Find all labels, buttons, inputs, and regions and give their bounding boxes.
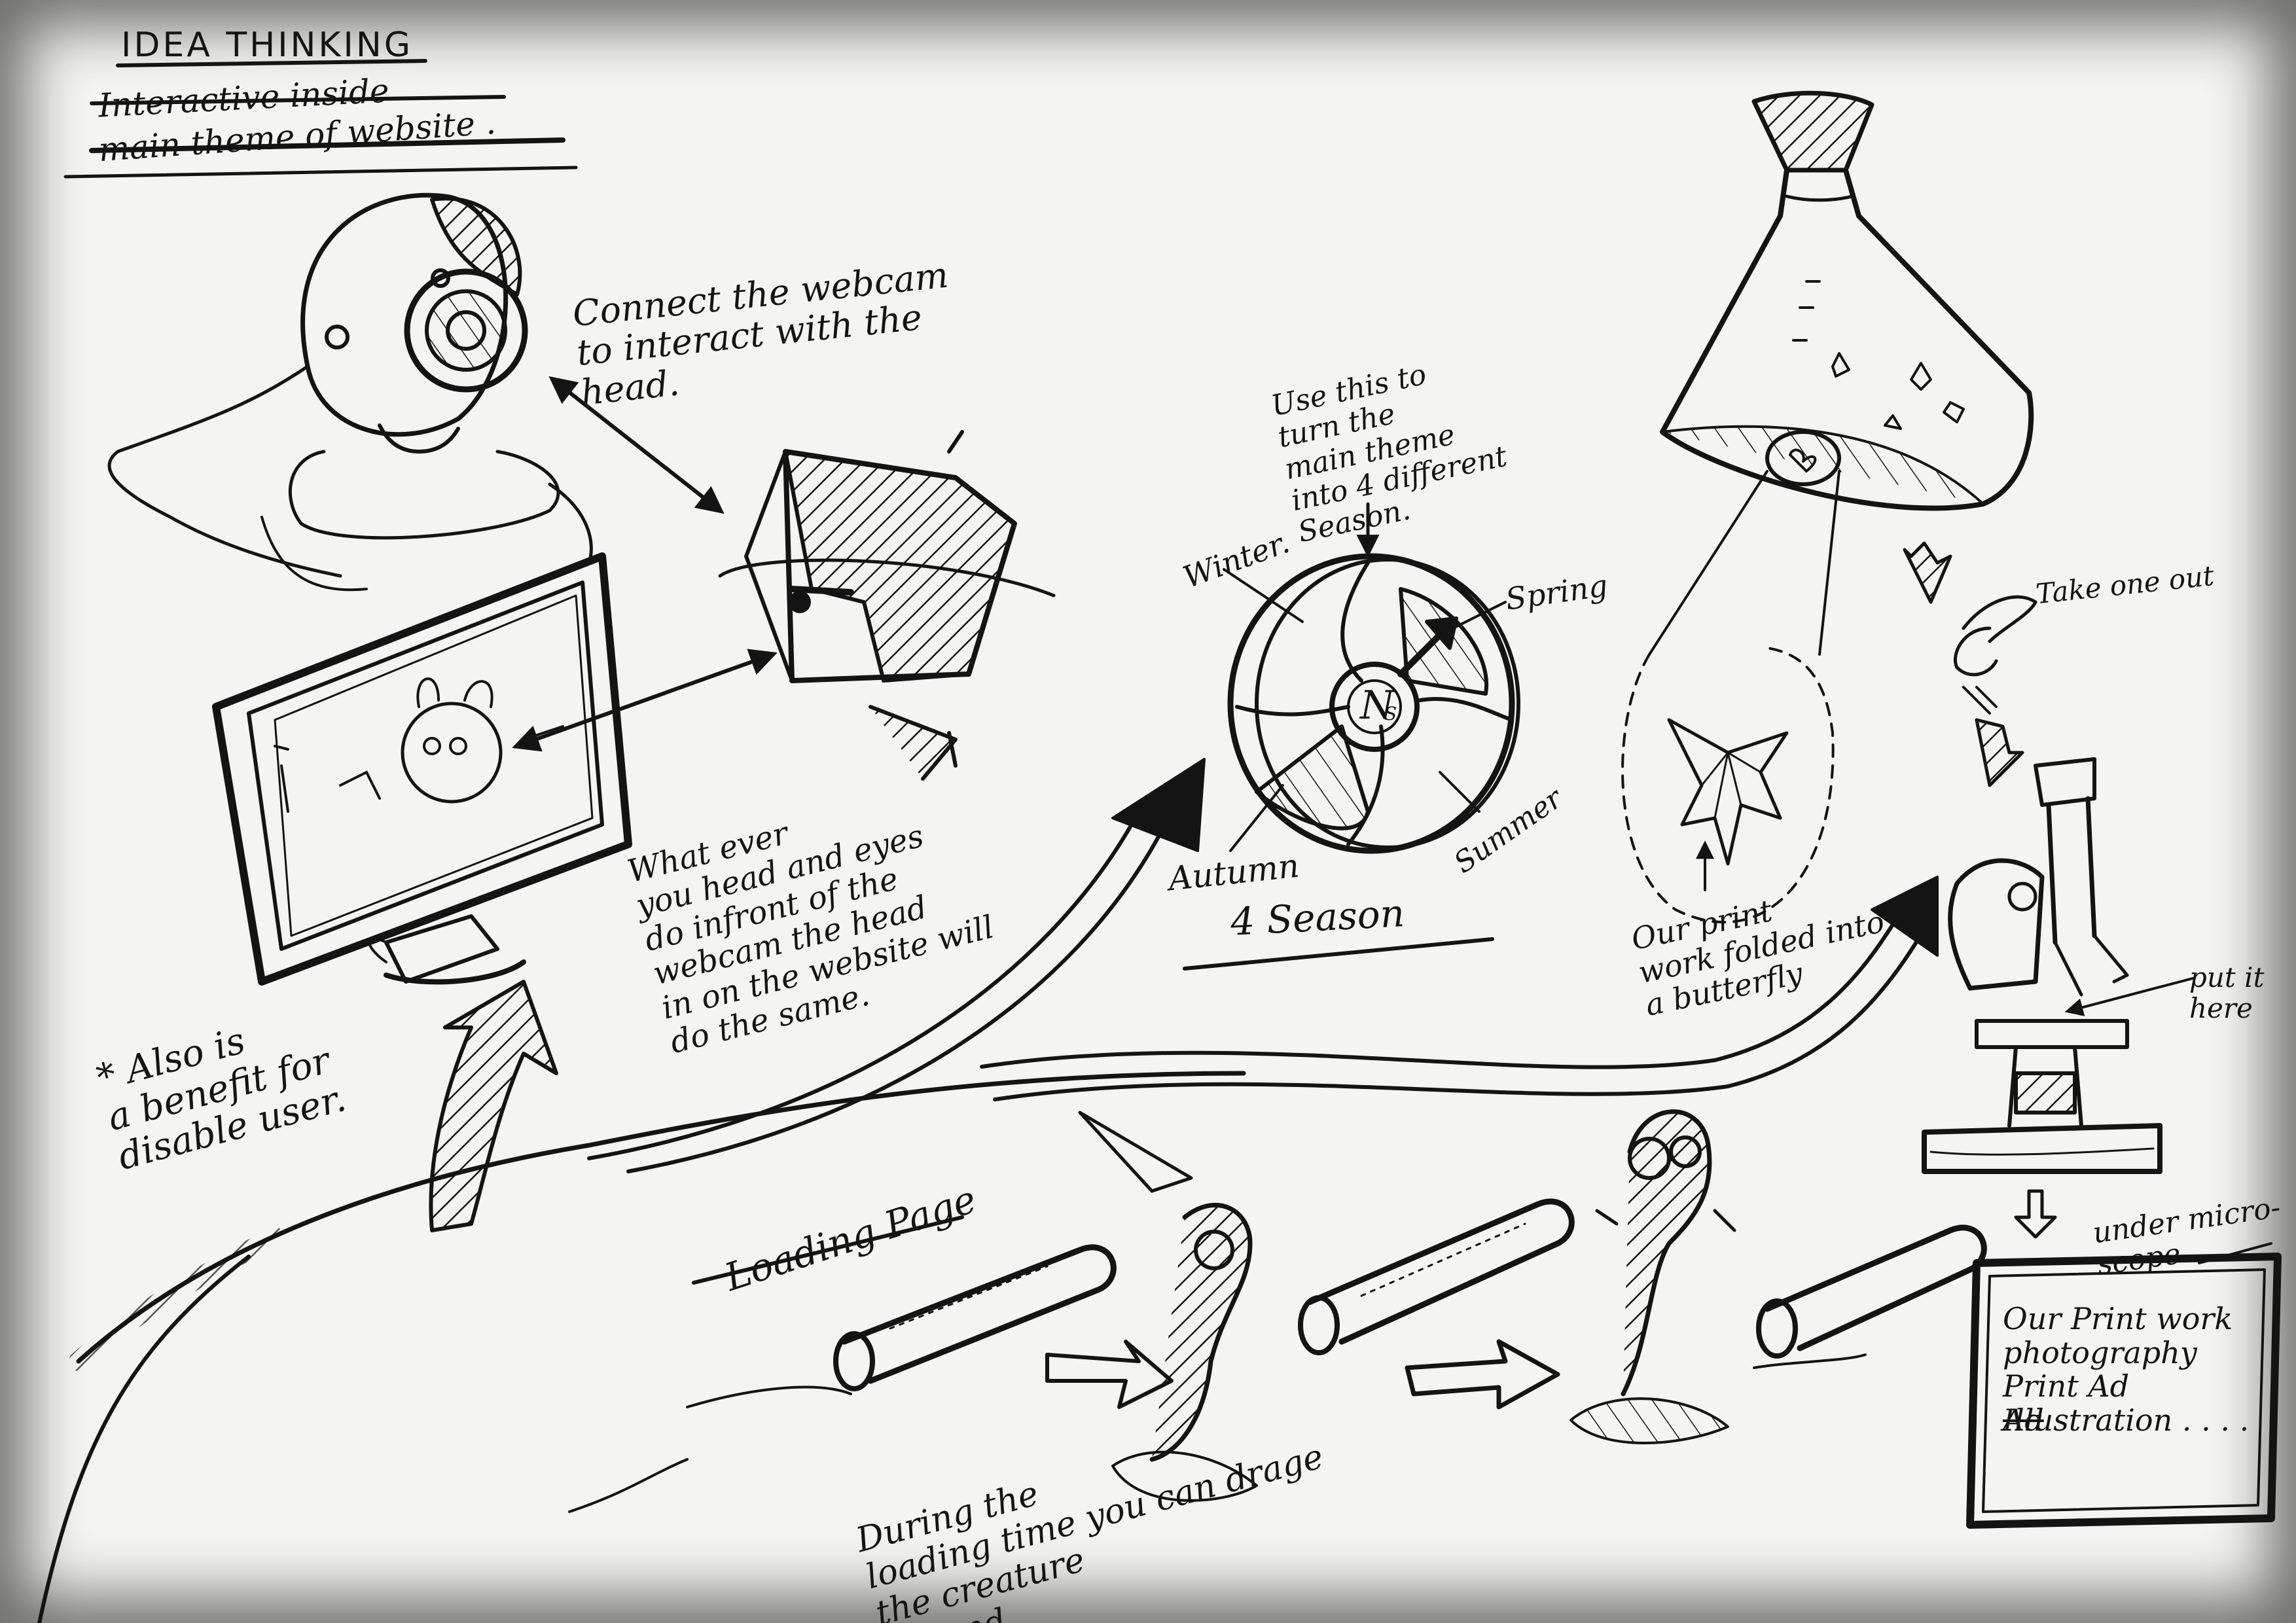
ground-curve [37, 1071, 1246, 1623]
season-caption: 4 Season [1229, 891, 1406, 944]
print-box-text: Our Print work photography Print Ad Illu… [2003, 1301, 2250, 1438]
microscope-drawing [1922, 757, 2194, 1239]
put-it-here-label: put it here [2189, 961, 2265, 1025]
wheel-arrow [587, 758, 1206, 1173]
head-cube-drawing [718, 430, 1056, 781]
benefit-arrow [429, 980, 558, 1232]
webcam-head-arrow [548, 376, 725, 514]
season-wheel-drawing [1183, 502, 1520, 971]
print-box: Our Print work photography Print Ad Illu… [1990, 1283, 2265, 1499]
monitor-head-arrow [512, 649, 778, 752]
header-underlines [63, 59, 578, 179]
webcam-drawing [107, 192, 593, 592]
season-center-sub: S [1384, 703, 1397, 724]
take-one-drawing [1903, 541, 2037, 787]
butterfly-arrow [980, 876, 1939, 1193]
flask-drawing [1621, 90, 2034, 923]
header-title: IDEA THINKING [121, 26, 414, 65]
monitor-drawing [212, 552, 632, 986]
loading-underline [692, 1215, 964, 1285]
print-box-drawing [1966, 1242, 2282, 1529]
season-center-label: N [1360, 683, 1395, 728]
print-box-crossed-word: Ad [2003, 1402, 2044, 1438]
loading-sequence-drawing [568, 1109, 1987, 1513]
